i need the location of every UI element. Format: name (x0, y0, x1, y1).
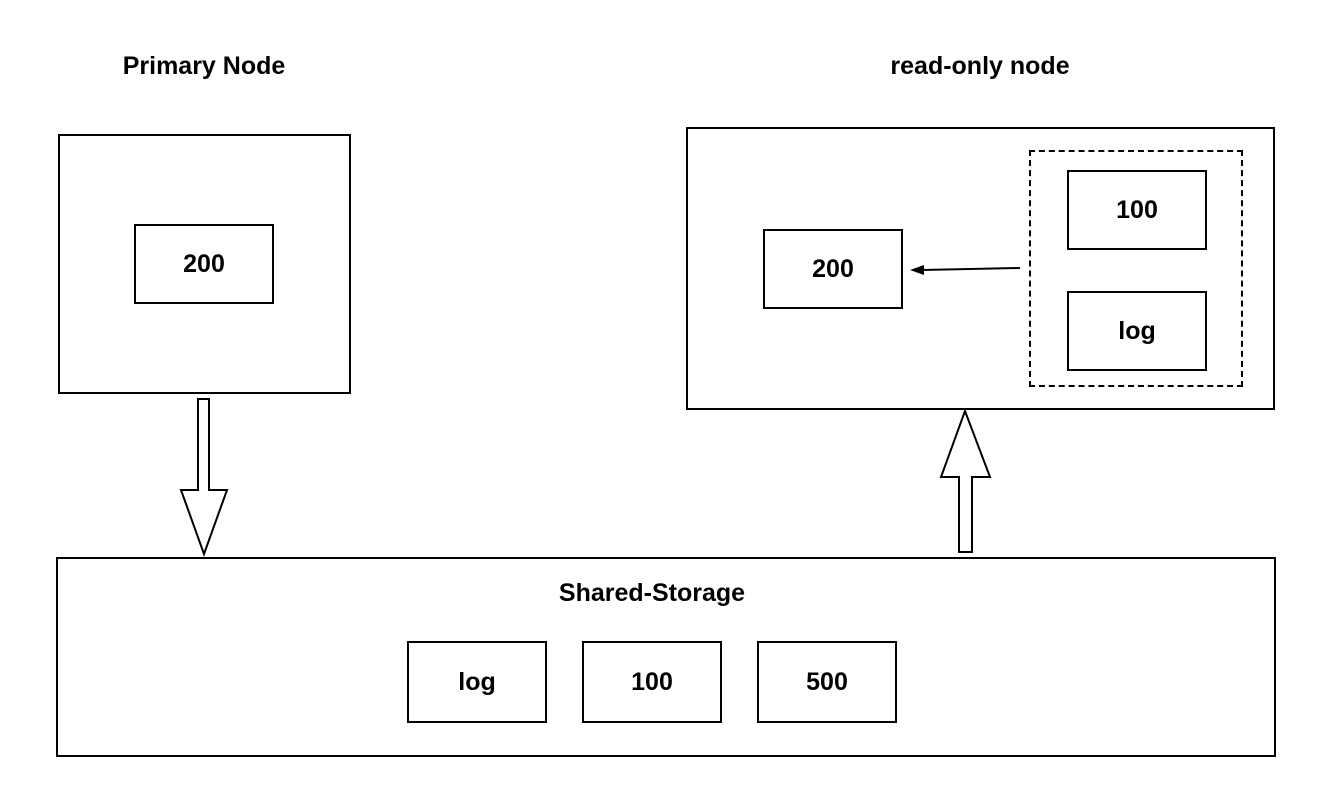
buffer-region (1029, 150, 1243, 387)
storage-to-readonly-arrow (939, 408, 992, 553)
primary-page-box: 200 (134, 224, 274, 304)
primary-node-box (58, 134, 351, 394)
buffer-log-box: log (1067, 291, 1207, 371)
primary-node-title: Primary Node (122, 52, 286, 80)
buffer-page-box: 100 (1067, 170, 1207, 250)
read-only-page-box: 200 (763, 229, 903, 309)
read-only-node-title: read-only node (890, 52, 1070, 80)
apply-log-arrow-head (910, 265, 924, 275)
shared-storage-title: Shared-Storage (558, 579, 746, 607)
storage-page-100-box: 100 (582, 641, 722, 723)
primary-to-storage-arrow (179, 398, 229, 557)
apply-log-arrow-line (921, 267, 1021, 271)
storage-page-500-box: 500 (757, 641, 897, 723)
storage-log-box: log (407, 641, 547, 723)
